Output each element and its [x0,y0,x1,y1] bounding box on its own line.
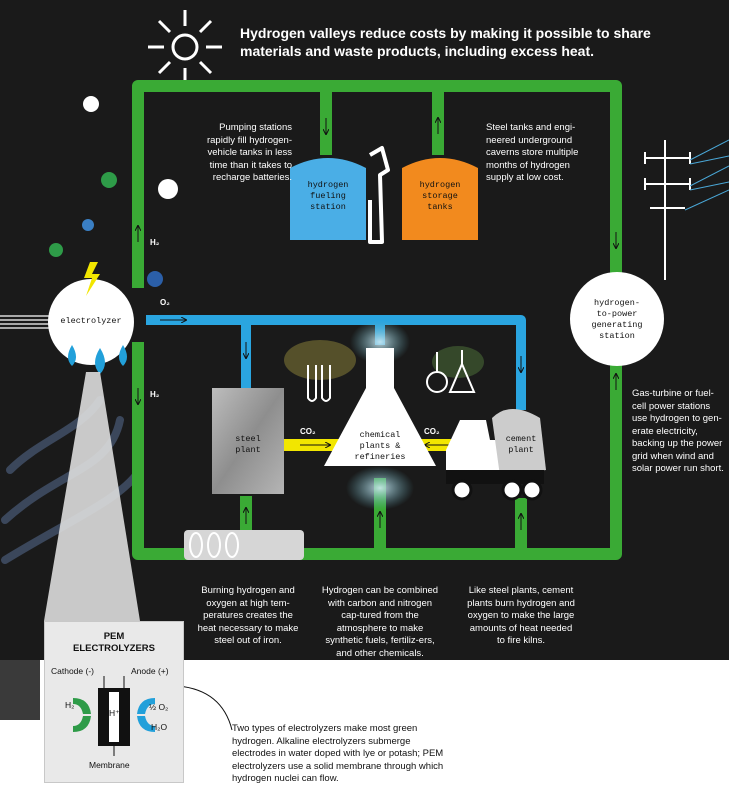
wind-lines-icon [0,315,52,329]
h2-up-label: H₂ [150,238,160,247]
test-tubes-icon [307,365,331,402]
bubble-dots [49,96,178,287]
pem-electrolyzer-inset: PEM ELECTROLYZERS Cathode (-) Anode (+) … [44,621,184,783]
co2-right-label: CO₂ [424,427,440,436]
pem-title: PEM ELECTROLYZERS [73,631,155,654]
caption-steel: Burning hydrogen and oxygen at high tem-… [197,585,299,646]
flasks-icon [426,350,476,393]
pem-h2o-label: H₂O [151,722,168,732]
fueling-station-label: hydrogen fueling station [307,180,349,212]
pem-cathode-label: Cathode (-) [51,666,94,676]
caption-pumping: Pumping stations rapidly fill hydrogen-v… [206,122,292,183]
headline: Hydrogen valleys reduce costs by making … [240,25,651,59]
pem-membrane-label: Membrane [89,760,130,770]
sun-icon [148,10,222,84]
pem-anode-label: Anode (+) [131,666,169,676]
storage-tanks-label: hydrogen storage tanks [419,180,461,212]
pem-hplus-label: H⁺ [109,708,120,718]
fueling-station-icon [290,146,390,244]
o2-label: O₂ [160,298,170,307]
caption-chemical: Hydrogen can be combined with carbon and… [321,585,439,659]
chemical-plants-label: chemical plants & refineries [354,430,406,462]
pem-h2-label: H₂ [65,700,75,710]
note-pointer-arrow [178,686,233,731]
chemical-mist-decor [284,320,484,510]
cement-plant-label: cement plant [505,434,537,455]
storage-tank-icon [402,158,478,240]
power-station-circle [570,272,664,366]
steel-pipe-icon [184,530,304,560]
steel-plant-block [212,388,284,494]
flow-arrows [138,118,616,530]
power-tower-icon [644,140,691,280]
electrolyzer-label: electrolyzer [60,316,122,326]
electrolyzer-icon [48,262,134,374]
pem-half-o2-label: ½ O₂ [149,702,169,712]
co2-left-label: CO₂ [300,427,316,436]
chemical-flask-shape [324,348,436,466]
water-wave-strip [0,660,40,720]
power-station-label: hydrogen- to-power generating station [591,298,643,341]
h2-down-label: H₂ [150,390,160,399]
caption-cement: Like steel plants, cement plants burn hy… [467,585,575,646]
power-lines [684,139,729,211]
zoom-beam [44,372,140,621]
steel-plant-label: steel plant [235,434,261,455]
caption-power: Gas-turbine or fuel-cell power stations … [632,388,724,474]
electrolyzer-note: Two types of electrolyzers make most gre… [232,723,444,784]
pem-cell-diagram [73,676,155,756]
caption-storage: Steel tanks and engi-neered underground … [486,122,579,183]
cement-truck-icon [446,409,546,501]
